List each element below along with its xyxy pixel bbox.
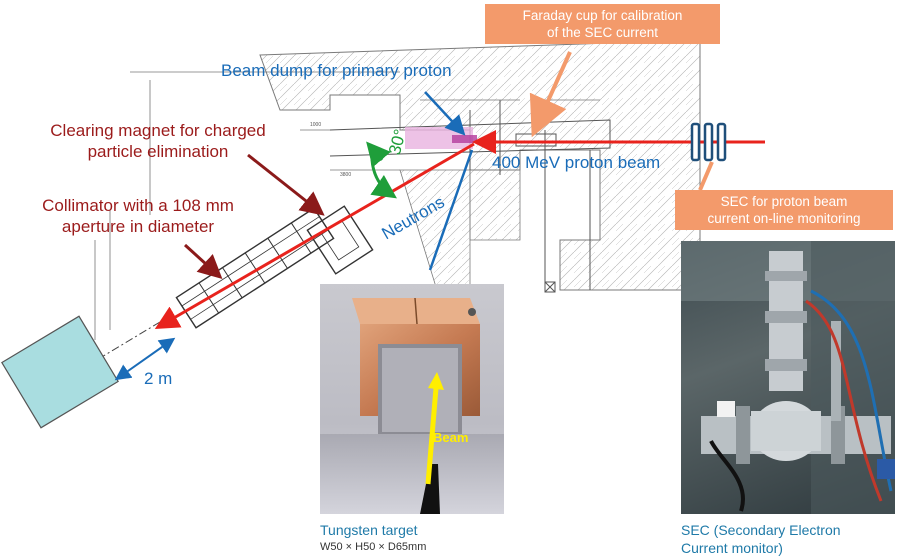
proton-beam-label: 400 MeV proton beam [492,153,661,172]
sec-monitoring-callout: SEC for proton beam current on-line moni… [675,190,893,230]
clearing-magnet [306,205,374,275]
beam-dump-arrow [424,91,466,136]
clearing-line-2: particle elimination [87,142,229,161]
dimension-lines [94,71,600,340]
sec-box-line-2: current on-line monitoring [707,211,861,226]
faraday-line-1: Faraday cup for calibration [522,8,683,23]
target-pointer [428,149,474,271]
sec-box-line-1: SEC for proton beam [720,194,848,209]
tungsten-dimensions: W50 × H50 × D65mm [320,541,427,553]
collimator-label: Collimator with a 108 mm aperture in dia… [18,195,258,237]
drawing-dim-1: 3800 [340,172,351,178]
sec-illustration [681,241,895,514]
faraday-line-2: of the SEC current [546,25,659,40]
sec-caption-line-2: Current monitor) [681,540,783,556]
neutron-beam-line [154,142,475,330]
distance-arrow [114,337,176,381]
collimator-line-2: aperture in diameter [61,217,215,236]
beam-dump-label: Beam dump for primary proton [221,61,452,80]
collimator [175,207,335,329]
tungsten-caption: Tungsten target [320,522,418,538]
beam-arrow-label: Beam [433,430,469,445]
angle-arc [370,149,397,199]
angle-arc-head [366,141,391,168]
sec-rings [690,122,727,162]
drawing-dim-2: 1000 [310,122,321,128]
clearing-magnet-arrow [247,153,325,216]
sec-box-pointer [698,161,714,191]
tungsten-target-illustration [320,297,504,514]
clearing-magnet-label: Clearing magnet for charged particle eli… [28,120,288,162]
faraday-cup-callout: Faraday cup for calibration of the SEC c… [485,4,720,44]
collimator-arrow [183,243,223,280]
clearing-line-1: Clearing magnet for charged [50,121,266,140]
tungsten-target-photo: Beam [320,284,504,514]
sec-caption-line-1: SEC (Secondary Electron [681,522,841,538]
sec-caption: SEC (Secondary Electron Current monitor) [681,521,841,557]
sec-photo [681,241,895,514]
neutron-detector [1,315,119,429]
faraday-pointer [529,51,572,138]
distance-label: 2 m [144,369,173,388]
collimator-line-1: Collimator with a 108 mm [42,196,234,215]
beam-dump-core [452,135,477,143]
